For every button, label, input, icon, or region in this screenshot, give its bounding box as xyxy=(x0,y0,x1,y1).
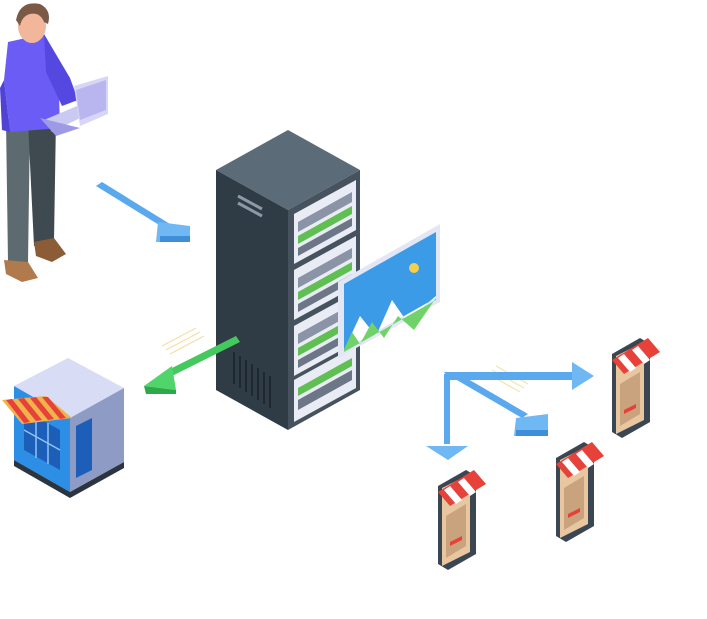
arrow-icon xyxy=(144,336,240,394)
person-with-laptop-icon xyxy=(0,3,108,282)
server-rack-icon xyxy=(216,130,360,430)
arrow-icon xyxy=(96,182,190,242)
storefront-kiosk-icon xyxy=(2,358,124,498)
landscape-image-icon xyxy=(338,224,440,358)
arrow-icon xyxy=(426,362,594,460)
mobile-shop-icon xyxy=(438,470,486,570)
mobile-shop-icon xyxy=(612,338,660,438)
mobile-shop-icon xyxy=(556,442,604,542)
